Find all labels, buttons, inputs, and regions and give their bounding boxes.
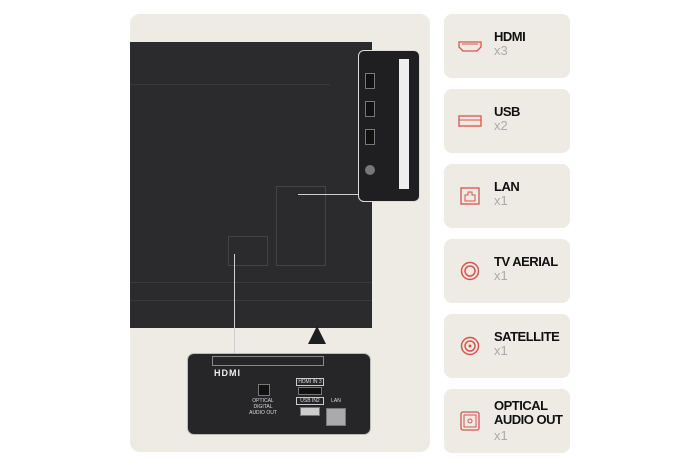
tv-aerial-icon	[458, 261, 482, 281]
satellite-icon	[458, 336, 482, 356]
usb-port	[300, 407, 320, 416]
lan-port	[326, 408, 346, 426]
optical-audio-icon	[458, 411, 482, 431]
side-port-area	[276, 186, 326, 266]
tv-rear-illustration: HDMI OPTICAL DIGITAL AUDIO OUT HDMI IN 3…	[130, 14, 430, 452]
tv-back	[130, 42, 372, 328]
side-ports-inset	[358, 50, 420, 202]
bottom-ports-inset: HDMI OPTICAL DIGITAL AUDIO OUT HDMI IN 3…	[188, 354, 370, 434]
hdmi-icon	[458, 36, 482, 56]
hdmi-port	[298, 387, 322, 395]
lan-icon	[458, 186, 482, 206]
bottom-port-area	[228, 236, 268, 266]
hdmi-logo: HDMI	[214, 368, 241, 378]
usb-icon	[458, 111, 482, 131]
tv-stand	[308, 326, 326, 344]
optical-port	[258, 384, 270, 396]
